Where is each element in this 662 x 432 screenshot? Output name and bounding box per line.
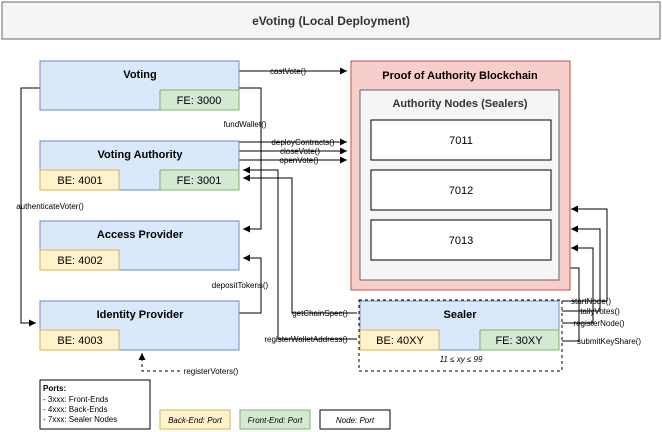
edge-label-start-node: startNode() [571,297,611,306]
voting-fe-port [159,89,240,111]
access-provider-be-port [39,249,120,271]
legend-ports-line-1: - 3xxx: Front-Ends [43,395,108,404]
voting-authority-be-label: BE: 4001 [57,175,102,187]
identity-provider-be-port [39,329,120,351]
sealer-component: Sealer BE: 40XY FE: 30XY 11 ≤ xy ≤ 99 [358,299,563,372]
legend-node-label: Node: Port [336,416,375,425]
edge-register-wallet-address [243,166,357,340]
legend-backend-box [159,409,231,430]
node-label-7013: 7013 [449,235,473,247]
legend-ports-title: Ports: [43,384,66,393]
page-title: eVoting (Local Deployment) [252,14,410,28]
edge-get-chain-spec [243,174,357,314]
edge-label-open-vote: openVote() [279,156,318,165]
legend-frontend-label: Front-End: Port [248,416,303,425]
sealers-title: Authority Nodes (Sealers) [392,98,527,110]
edge-label-cast-vote: castVote() [270,67,306,76]
voting-authority-title: Voting Authority [98,149,184,161]
edge-tally-votes [562,225,601,312]
legend-ports-line-3: - 7xxx: Sealer Nodes [43,415,117,424]
edge-label-authenticate-voter: authenticateVoter() [16,202,84,211]
voting-authority-component: Voting Authority BE: 4001 FE: 3001 [39,140,240,191]
legend: Ports: - 3xxx: Front-Ends - 4xxx: Back-E… [39,379,391,430]
access-provider-component: Access Provider BE: 4002 [39,220,240,271]
title-bar [1,1,661,40]
identity-provider-component: Identity Provider BE: 4003 [39,300,240,351]
edge-label-register-voters: registerVoters() [184,367,239,376]
identity-provider-title: Identity Provider [97,309,185,321]
legend-frontend-box [239,409,311,430]
voting-fe-label: FE: 3000 [177,95,222,107]
edge-label-deploy-contracts: deployContracts() [271,138,334,147]
access-provider-title: Access Provider [97,229,184,241]
node-label-7011: 7011 [449,135,473,147]
sealer-title: Sealer [443,309,477,321]
edge-authenticate-voter [20,87,40,327]
voting-authority-be-port [39,169,120,191]
legend-backend-label: Back-End: Port [168,416,223,425]
sealer-fe-label: FE: 30XY [495,335,543,347]
identity-provider-be-label: BE: 4003 [57,335,102,347]
voting-component: Voting FE: 3000 [39,60,240,111]
edge-label-submit-key-share: submitKeyShare() [577,337,641,346]
blockchain-container: Proof of Authority Blockchain Authority … [350,60,571,291]
edge-register-voters [138,353,180,372]
voting-authority-fe-label: FE: 3001 [177,175,222,187]
edge-label-deposit-tokens: depositTokens() [212,281,269,290]
edge-label-register-node: registerNode() [573,319,624,328]
sealer-fe-port [479,329,560,351]
access-provider-be-label: BE: 4002 [57,255,102,267]
edge-label-get-chain-spec: getChainSpec() [292,309,348,318]
edge-fund-wallet [239,87,262,233]
node-label-7012: 7012 [449,185,473,197]
legend-ports-line-2: - 4xxx: Back-Ends [43,405,107,414]
sealer-range-outline [358,299,563,372]
edge-start-node [562,205,608,302]
voting-authority-fe-port [159,169,240,191]
edge-label-register-wallet-address: registerWalletAddress() [264,335,348,344]
legend-ports-box [39,379,151,430]
voting-title: Voting [123,69,156,81]
edge-label-tally-votes: tallyVotes() [580,307,620,316]
sealer-range-label: 11 ≤ xy ≤ 99 [440,355,483,364]
node-box-7011 [370,119,552,161]
legend-node-box [319,409,391,430]
node-box-7012 [370,169,552,211]
node-box-7013 [370,219,552,261]
edge-register-node [562,244,594,324]
sealer-be-label: BE: 40XY [376,335,424,347]
sealer-be-port [359,329,440,351]
edge-label-fund-wallet: fundWallet() [224,120,267,129]
blockchain-title: Proof of Authority Blockchain [382,70,538,82]
edge-submit-key-share [562,264,580,342]
edge-deposit-tokens [239,254,262,314]
edge-label-close-vote: closeVote() [280,147,320,156]
